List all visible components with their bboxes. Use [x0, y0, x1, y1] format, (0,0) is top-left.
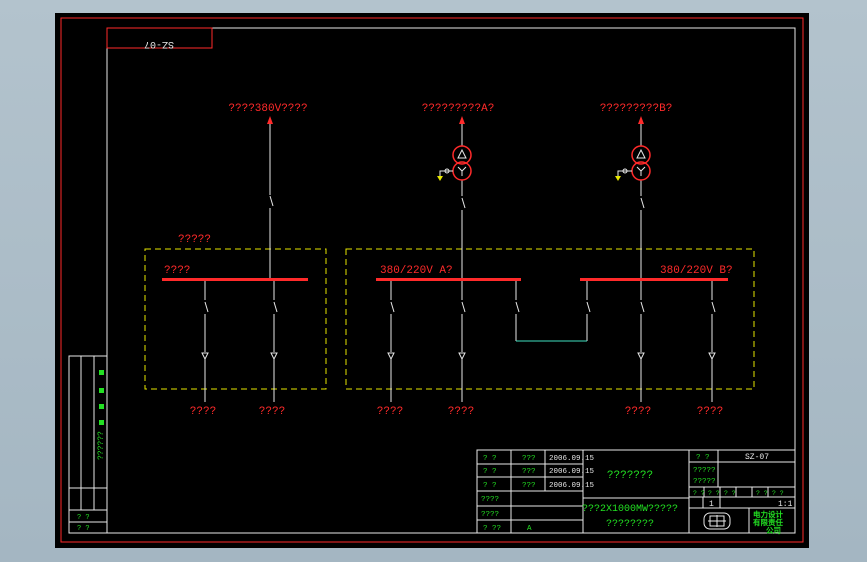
- corner-drawing-no: SZ-07: [144, 38, 174, 49]
- transformer-a: [437, 145, 472, 181]
- company-line-3: 公司: [766, 526, 781, 536]
- feeder-b-arrow: [638, 116, 644, 124]
- output-label-3: ????: [377, 406, 403, 418]
- sign-role-5: ????: [481, 511, 499, 519]
- source-arrow: [267, 116, 273, 124]
- right-row-2: ?????: [693, 467, 716, 475]
- output-label-4: ????: [448, 406, 474, 418]
- corner-drawing-no-box: [106, 27, 213, 49]
- outer-border: [60, 17, 804, 543]
- incoming-feeders: [269, 120, 645, 278]
- bus-a-label: 380/220V A?: [380, 265, 453, 277]
- sheet-header: ? ? ? ? ? ? ? ? ? ?: [693, 490, 784, 497]
- sign-role-2: ? ?: [483, 468, 497, 476]
- busbar-b: [580, 278, 728, 281]
- revision-row-2: ? ?: [77, 525, 90, 533]
- outgoing-circuits: [201, 281, 716, 402]
- company-logo: [703, 512, 731, 530]
- feeder-a-label: ?????????A?: [422, 103, 495, 115]
- right-row-3: ?????: [693, 478, 716, 486]
- right-row-1: ? ?: [696, 454, 710, 462]
- sheet-header-1: ? ?: [693, 490, 705, 497]
- revision-vertical-text: ??????: [97, 431, 106, 460]
- transformer-b: [615, 145, 651, 181]
- sheet-header-3: ? ?: [724, 490, 736, 497]
- feeder-a-arrow: [459, 116, 465, 124]
- title-block: [476, 449, 796, 534]
- sign-date-3: 2006.09.15: [549, 482, 595, 490]
- bus-b-label: 380/220V B?: [660, 265, 733, 277]
- title-drawing-no: SZ-07: [745, 453, 769, 462]
- title-bottom: ????????: [606, 519, 654, 530]
- company-line-1: 电力设计: [753, 509, 783, 520]
- title-mid: ???2X1000MW?????: [582, 504, 678, 515]
- sign-role-6: ? ??: [483, 525, 501, 533]
- busbar-left: [162, 278, 308, 281]
- output-label-6: ????: [697, 406, 723, 418]
- title-top: ???????: [607, 470, 653, 482]
- sign-role-1: ? ?: [483, 455, 497, 463]
- sign-name-1: ???: [522, 455, 536, 463]
- bus-left-label: ????: [164, 265, 190, 277]
- output-label-5: ????: [625, 406, 651, 418]
- company-line-2: 有限责任: [753, 517, 783, 528]
- sign-rows: ? ? ??? 2006.09.15 ? ? ??? 2006.09.15 ? …: [481, 455, 595, 533]
- sheet-header-5: ? ?: [772, 490, 784, 497]
- sign-name-2: ???: [522, 468, 536, 476]
- busbar-a: [376, 278, 521, 281]
- output-label-2: ????: [259, 406, 285, 418]
- scale-value: 1:1: [778, 500, 793, 509]
- sign-date-1: 2006.09.15: [549, 455, 595, 463]
- panel-box-left: [144, 248, 327, 390]
- sheet-value: 1: [709, 500, 714, 509]
- sheet-header-2: ? ?: [708, 490, 720, 497]
- sheet-header-4: ? ?: [756, 490, 768, 497]
- output-labels: ???? ???? ???? ???? ???? ????: [190, 406, 723, 418]
- sign-name-3: ???: [522, 482, 536, 490]
- sign-role-3: ? ?: [483, 482, 497, 490]
- source-label: ????380V????: [228, 103, 307, 115]
- sign-date-2: 2006.09.15: [549, 468, 595, 476]
- revision-row-1: ? ?: [77, 514, 90, 522]
- panel-box-right: [345, 248, 755, 390]
- left-box-label: ?????: [178, 234, 211, 246]
- sign-role-4: ????: [481, 496, 499, 504]
- sign-name-6: A: [527, 525, 532, 533]
- feeder-b-label: ?????????B?: [600, 103, 673, 115]
- revision-column: ?????? ? ? ? ?: [68, 355, 108, 534]
- inner-border: [106, 27, 796, 534]
- output-label-1: ????: [190, 406, 216, 418]
